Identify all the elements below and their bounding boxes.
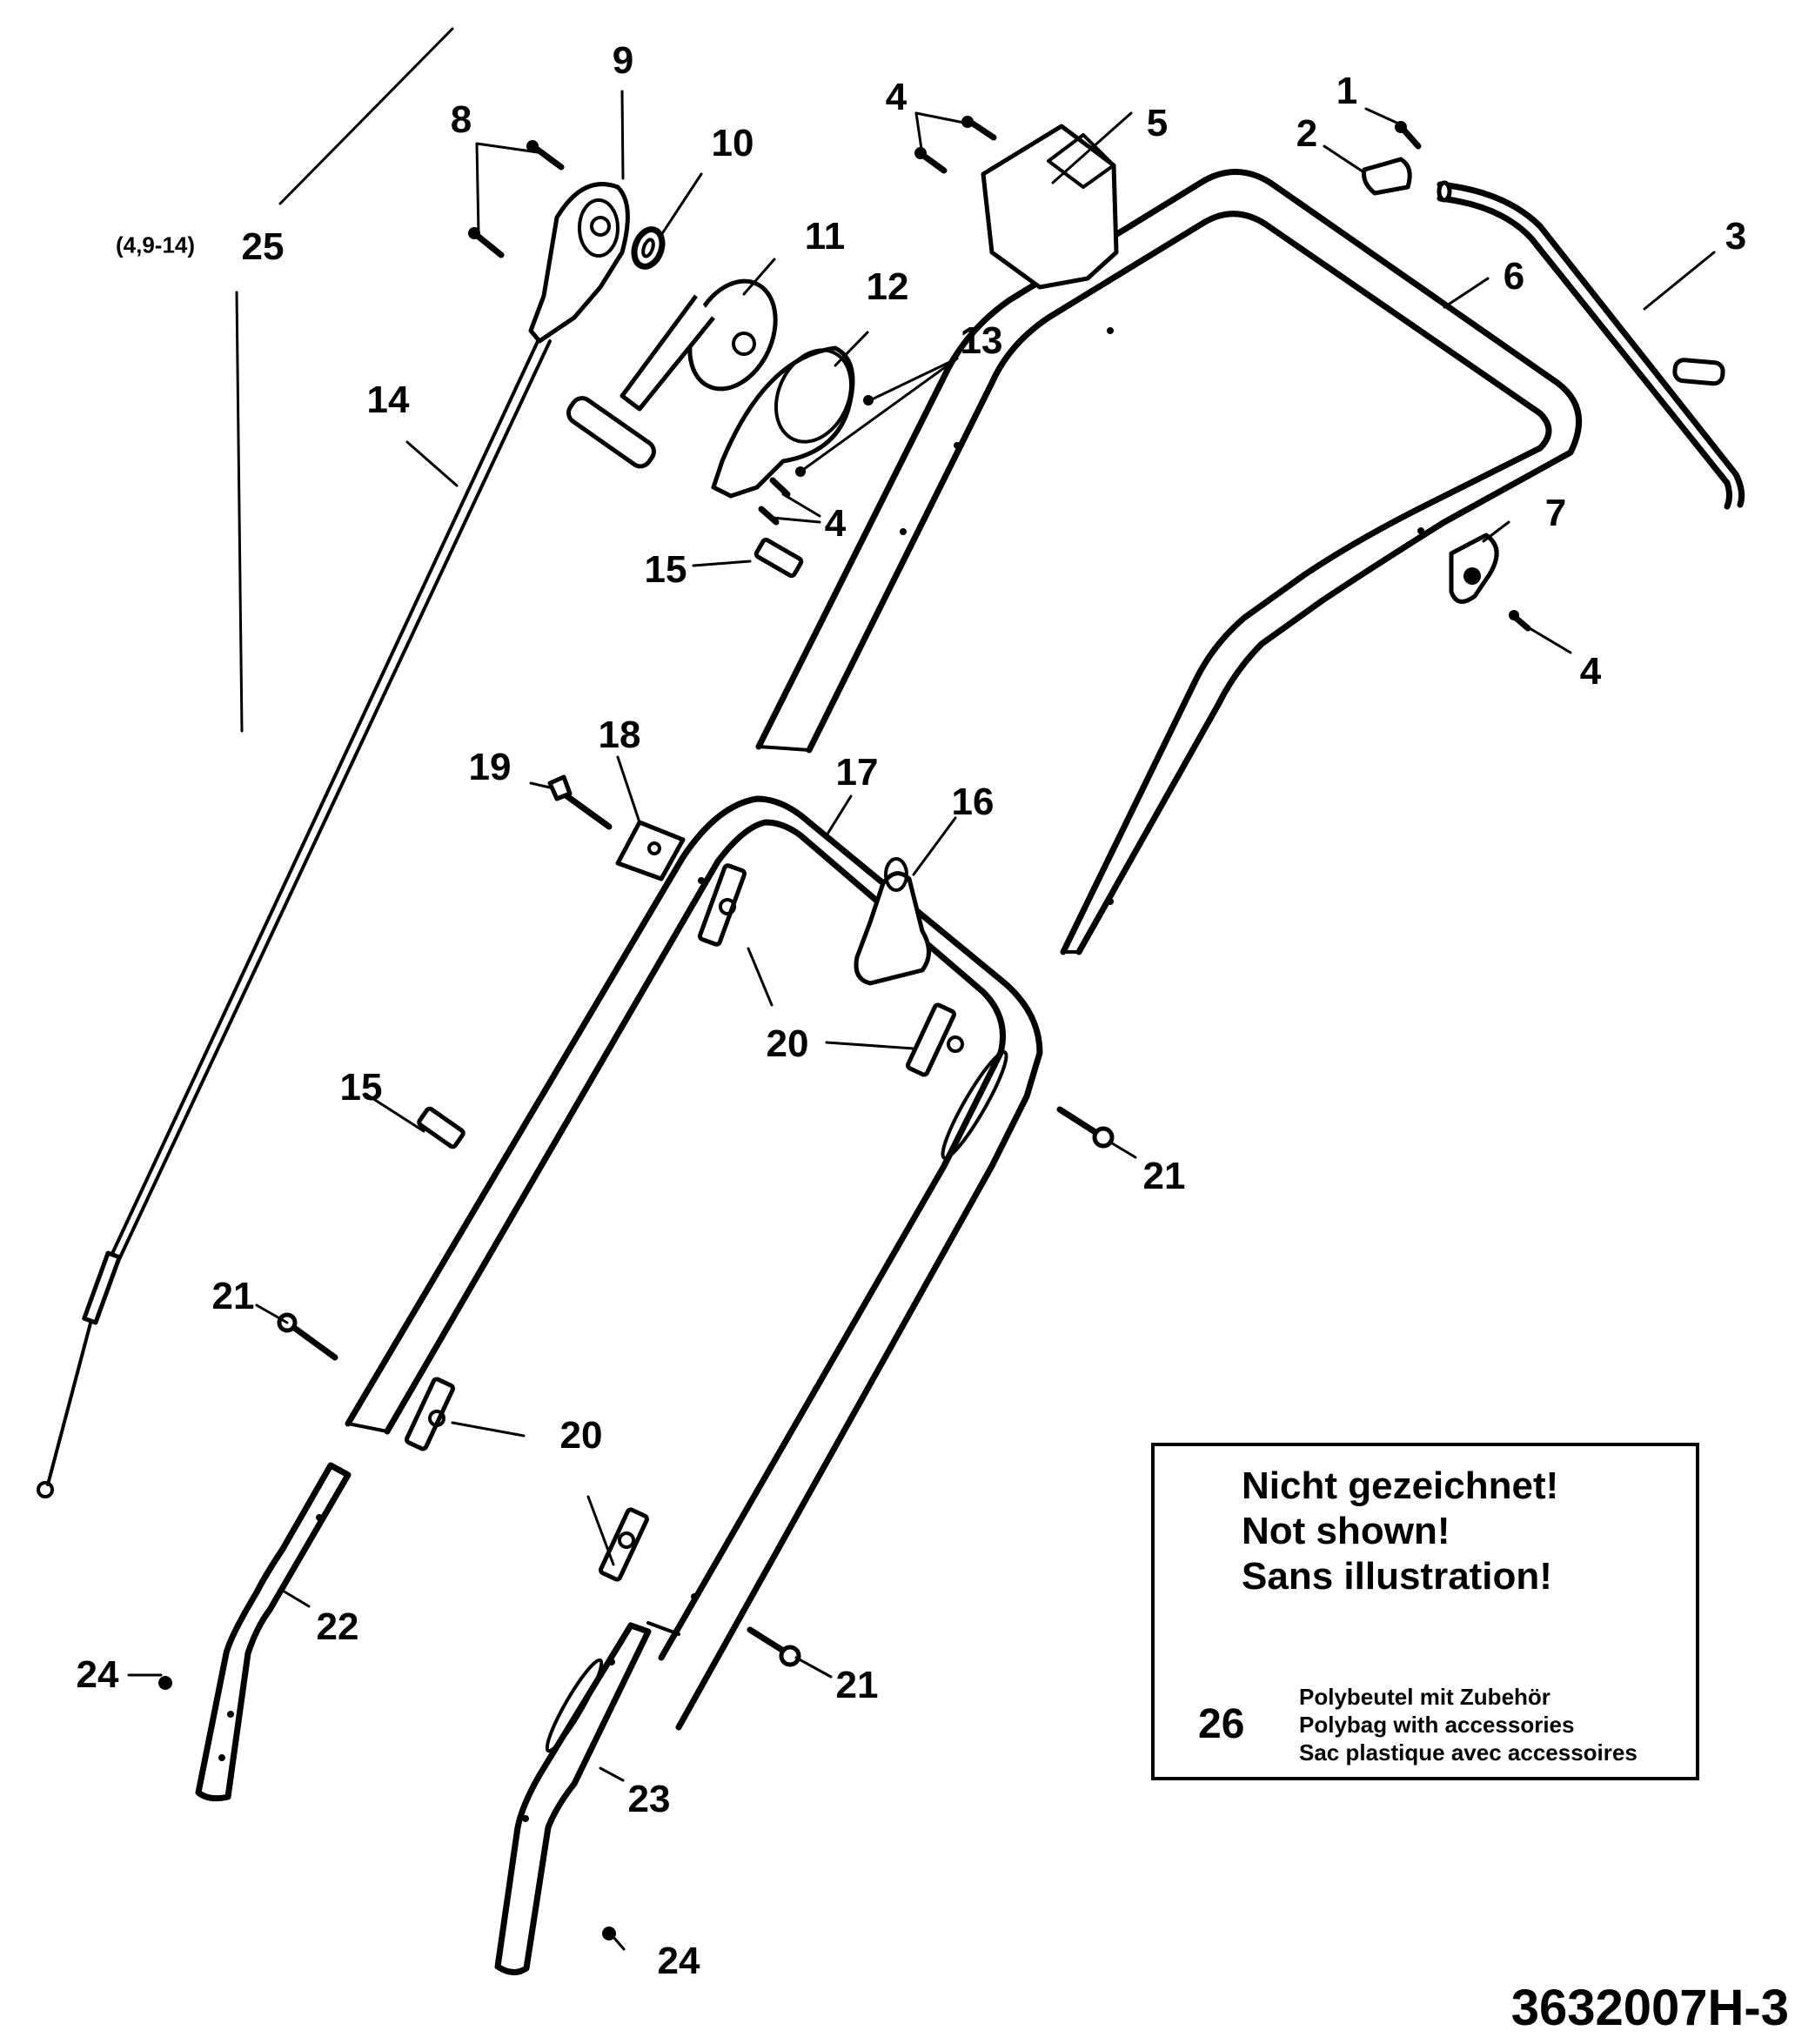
- callout-19: 19: [468, 746, 512, 788]
- callout-12: 12: [866, 265, 909, 308]
- callout-3: 3: [1725, 215, 1747, 258]
- part-21-bolt-a: [1056, 1106, 1115, 1149]
- part-19-bolt: [547, 774, 613, 830]
- description-de: Polybeutel mit Zubehör: [1299, 1684, 1550, 1710]
- callout-24: 24: [76, 1653, 119, 1696]
- part-22-lower-tube-left: [195, 1462, 352, 1802]
- callout-21: 21: [835, 1664, 879, 1706]
- part-14-cable: [37, 336, 552, 1498]
- callout-4: 4: [885, 76, 908, 118]
- part-10-spring: [631, 226, 666, 270]
- callout-14: 14: [366, 379, 410, 421]
- not-shown-box: Nicht gezeichnet! Not shown! Sans illust…: [1151, 1443, 1699, 1780]
- item-number-26: 26: [1198, 1701, 1245, 1747]
- part-16-cable-guide: [854, 857, 931, 986]
- callout-21: 21: [1142, 1155, 1186, 1197]
- callout-18: 18: [598, 714, 641, 756]
- callout-16: 16: [951, 781, 995, 823]
- part-17-lower-handle: [345, 795, 1043, 1731]
- callout-20: 20: [766, 1022, 809, 1065]
- leader-lines: [127, 90, 1716, 1951]
- callout-7: 7: [1544, 492, 1567, 534]
- heading-en: Not shown!: [1242, 1510, 1450, 1552]
- part-15-clip-lower: [417, 1106, 465, 1149]
- callout-21: 21: [211, 1275, 255, 1317]
- part-23-lower-tube-right: [494, 1622, 652, 1975]
- part-20-wing-nut-c: [405, 1377, 455, 1451]
- part-15-clip-upper: [753, 537, 804, 579]
- callout-10: 10: [711, 122, 754, 164]
- description-en: Polybag with accessories: [1299, 1712, 1575, 1738]
- not-shown-heading: Nicht gezeichnet! Not shown! Sans illust…: [1242, 1464, 1558, 1599]
- description-fr: Sac plastique avec accessoires: [1299, 1739, 1638, 1766]
- part-3-bail-rod: [1437, 180, 1745, 510]
- callout-4: 4: [824, 502, 847, 545]
- callout-24: 24: [657, 1940, 700, 1982]
- part-6-upper-handle: [755, 169, 1583, 955]
- part-18-clamp: [615, 820, 686, 881]
- part-5-switch-box: [981, 124, 1119, 290]
- drawing-number: 3632007H-3: [1510, 1980, 1789, 2036]
- part-20-wing-nut-b: [906, 1002, 964, 1077]
- callout-15: 15: [644, 548, 687, 591]
- callout-1: 1: [1336, 70, 1358, 112]
- assembly-bracket-lines: [235, 27, 454, 733]
- heading-fr: Sans illustration!: [1242, 1555, 1552, 1598]
- callout-23: 23: [627, 1778, 671, 1820]
- callout-17: 17: [835, 751, 879, 794]
- small-screws: [158, 116, 1531, 1940]
- part-21-bolt-c: [747, 1626, 801, 1667]
- part-20-wing-nut-a: [697, 863, 747, 947]
- part-2-connector: [1362, 157, 1412, 196]
- heading-de: Nicht gezeichnet!: [1242, 1464, 1559, 1507]
- callout-8: 8: [450, 98, 472, 141]
- callout-25: 25: [241, 225, 285, 268]
- part-11-lever: [566, 278, 778, 469]
- callout-15: 15: [339, 1066, 383, 1109]
- callout-20: 20: [559, 1414, 603, 1457]
- callout-4: 4: [1579, 650, 1602, 693]
- item-description: Polybeutel mit Zubehör Polybag with acce…: [1299, 1683, 1638, 1766]
- callout-13: 13: [960, 319, 1003, 362]
- callout-5: 5: [1146, 102, 1169, 144]
- callout-6: 6: [1503, 255, 1525, 298]
- callout-11: 11: [804, 215, 846, 258]
- callout-22: 22: [316, 1605, 359, 1648]
- callout-9: 9: [612, 39, 634, 82]
- part-9-switch-housing: [528, 182, 630, 344]
- callout-2: 2: [1296, 112, 1318, 155]
- assembly-group-range: (4,9-14): [116, 231, 196, 258]
- part-21-bolt-b: [277, 1312, 338, 1361]
- part-7-cable-clip: [1449, 533, 1499, 604]
- part-12-cover: [711, 345, 855, 499]
